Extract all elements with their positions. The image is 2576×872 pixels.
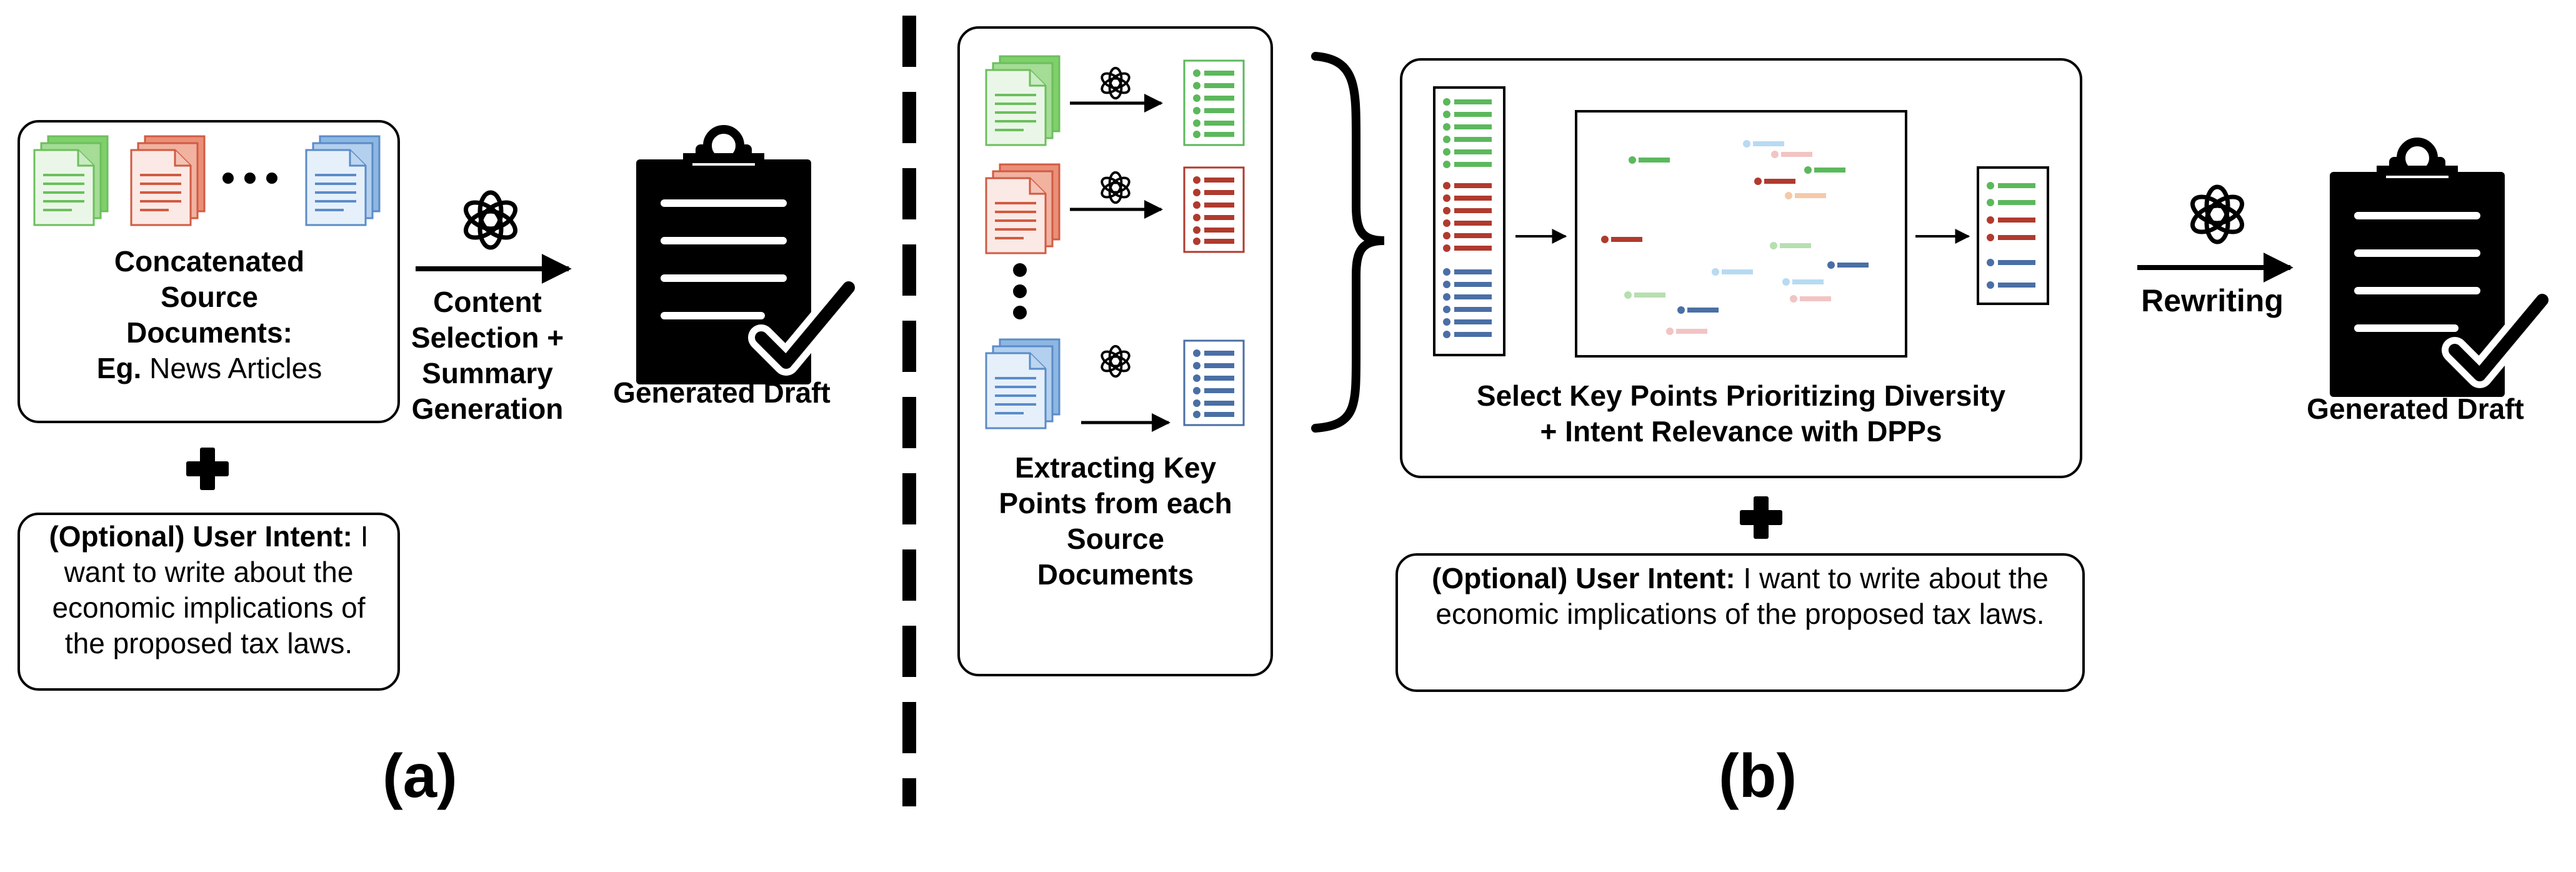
extraction-rows [986,56,1245,432]
ellipsis-icon [1013,263,1027,319]
source-documents-label: Concatenated Source Documents: [114,245,305,349]
user-intent-text-a: (Optional) User Intent: I want to write … [49,520,369,660]
dpp-embedding-plot [1575,110,1907,358]
source-docs-group [34,136,379,225]
user-intent-box-a [17,513,400,691]
user-intent-text-b: (Optional) User Intent: I want to write … [1432,562,2049,631]
example-text: Eg. News Articles [96,352,322,385]
source-documents-caption: Concatenated Source Documents: Eg. News … [37,244,381,386]
clipboard-check-icon [2330,142,2542,397]
extraction-label: Extracting Key Points from each Source D… [999,451,1232,591]
selection-label: Select Key Points Prioritizing Diversity… [1476,379,2006,448]
ellipsis-icon [222,173,277,184]
user-intent-box-b [1395,553,2085,692]
plus-icon [1740,496,1782,539]
source-documents-box [17,120,400,423]
openai-logo-icon [2188,187,2246,242]
openai-logo-icon [461,193,519,248]
panel-a-tag: (a) [382,741,457,810]
curly-brace-icon [1311,52,1385,433]
selected-key-points-list [1977,166,2049,305]
generated-draft-label-a: Generated Draft [613,376,831,409]
content-selection-label: Content Selection + Summary Generation [411,286,564,426]
rewriting-label: Rewriting [2141,283,2284,318]
extraction-box [957,26,1273,676]
generated-draft-label-b: Generated Draft [2307,393,2524,425]
combined-key-points-list [1433,86,1505,356]
clipboard-check-icon [636,129,849,384]
selection-box [1400,58,2082,478]
panel-b-tag: (b) [1719,741,1797,810]
plus-icon [186,448,229,490]
